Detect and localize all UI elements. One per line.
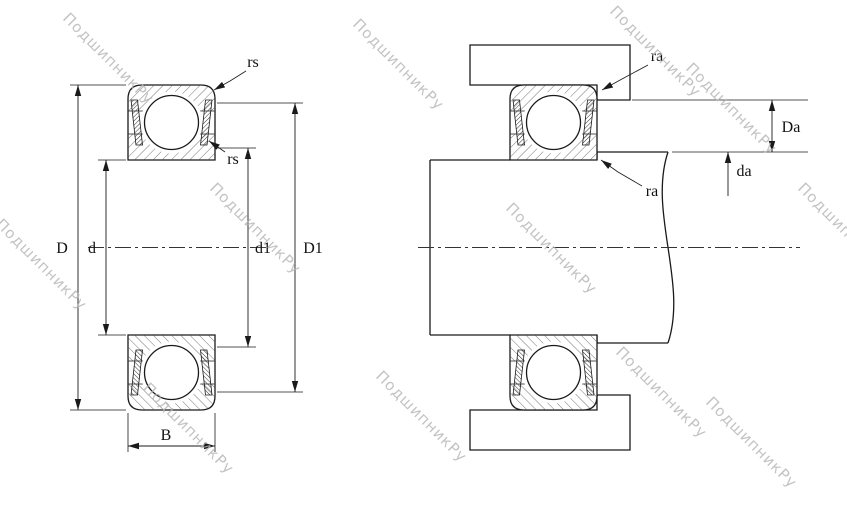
label-d1: d1 <box>255 240 271 257</box>
label-rs-inner: rs <box>227 151 239 168</box>
watermark-text: ПодшипникРу <box>0 215 91 314</box>
label-D: D <box>56 240 68 257</box>
watermark-text: ПодшипникРу <box>702 393 801 492</box>
callout-rs-outer: rs <box>213 54 259 91</box>
dimension-d: d <box>88 159 126 336</box>
watermark-text: ПодшипникРу <box>59 9 158 108</box>
bearing-cross-section-view: D d d1 D1 B <box>56 54 323 452</box>
bearing-mounted-view: ra ra Da da <box>418 44 808 451</box>
mounted-bearing-section-top <box>510 85 597 160</box>
watermark-text: ПодшипникРу <box>502 199 601 298</box>
callout-rs-inner: rs <box>208 140 239 168</box>
callout-ra-outer: ra <box>601 48 663 91</box>
dimension-D: D <box>56 84 126 411</box>
label-ra-outer: ra <box>651 48 663 65</box>
dimension-B: B <box>127 413 216 452</box>
watermark-text: ПодшипникРу <box>606 2 705 101</box>
watermark-layer: ПодшипникРу ПодшипникРу ПодшипникРу Подш… <box>0 2 847 492</box>
label-D1: D1 <box>303 240 323 257</box>
callout-ra-inner: ra <box>600 159 658 200</box>
dimension-Da: Da <box>632 99 808 153</box>
label-ra-inner: ra <box>646 183 658 200</box>
watermark-text: ПодшипникРу <box>372 367 471 466</box>
dimension-da: da <box>724 152 752 196</box>
dimension-D1: D1 <box>217 102 323 393</box>
watermark-text: ПодшипникРу <box>349 15 448 114</box>
watermark-text: ПодшипникРу <box>794 179 847 278</box>
label-Da: Da <box>782 119 801 136</box>
label-da: da <box>736 163 751 180</box>
label-rs-outer: rs <box>247 54 259 71</box>
label-B: B <box>161 427 172 444</box>
mounted-bearing-section-bottom <box>510 335 597 410</box>
watermark-text: ПодшипникРу <box>612 343 711 442</box>
dimension-d1: d1 <box>217 147 271 348</box>
watermark-text: ПодшипникРу <box>206 179 305 278</box>
watermark-text: ПодшипникРу <box>682 59 781 158</box>
label-d: d <box>88 240 96 257</box>
